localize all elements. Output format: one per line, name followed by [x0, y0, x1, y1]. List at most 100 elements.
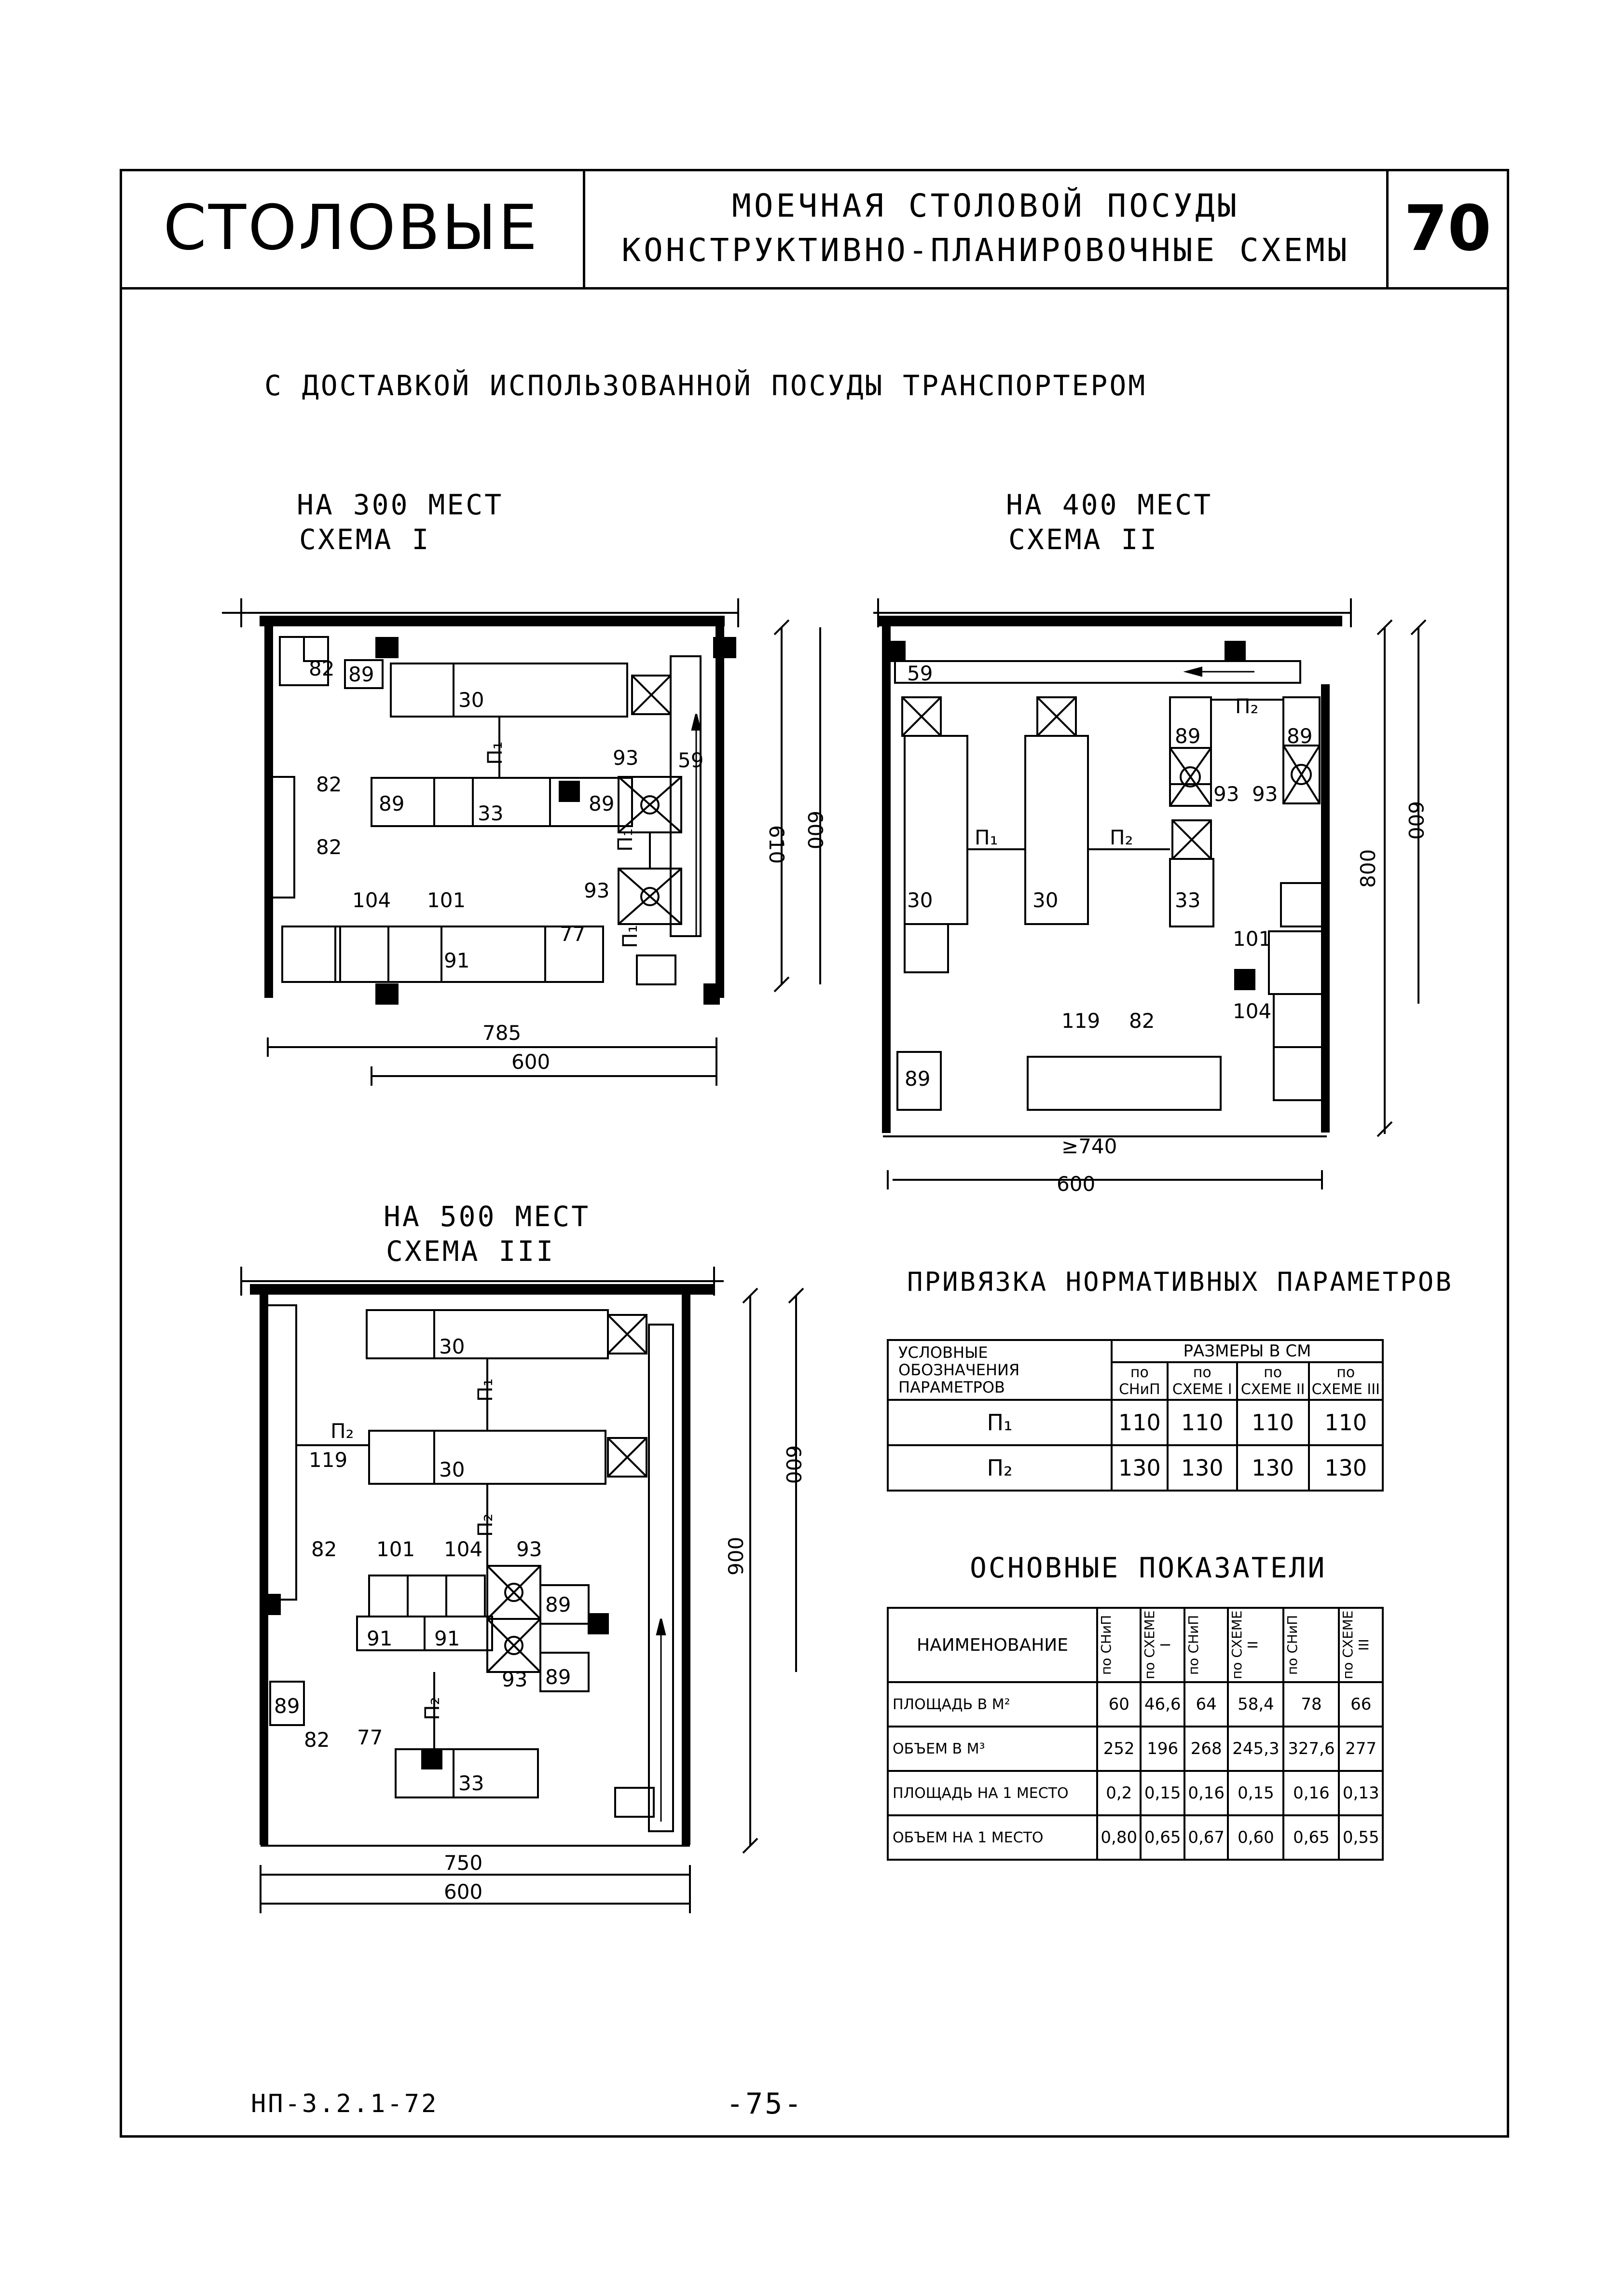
scheme1-title-line2: СХЕМА I	[299, 523, 431, 556]
scheme2-label: П₂	[1110, 826, 1133, 849]
table2-cell: 0,15	[1227, 1770, 1285, 1816]
scheme1-label: П₁	[483, 742, 507, 765]
scheme1-label: 77	[560, 922, 585, 946]
scheme2-label: 104	[1233, 999, 1271, 1023]
table1-col-param: УСЛОВНЫЕ ОБОЗНАЧЕНИЯ ПАРАМЕТРОВ	[887, 1339, 1113, 1401]
scheme3-label: П₂	[473, 1514, 497, 1537]
table2-cell: 245,3	[1227, 1726, 1285, 1772]
table2-cell: 277	[1338, 1726, 1384, 1772]
table2-subcol: по СНиП	[1284, 1615, 1301, 1675]
scheme1-label: 33	[478, 801, 503, 825]
table1-cell: 130	[1307, 1444, 1384, 1492]
scheme1-label: П₁	[618, 925, 642, 948]
table1-cell: П₁	[887, 1399, 1113, 1446]
table-row: ОБЪЕМ НА 1 МЕСТО 0,80 0,65 0,67 0,60 0,6…	[887, 1814, 1384, 1861]
scheme2-title: НА 400 МЕСТ СХЕМА II	[1006, 487, 1212, 557]
scheme2-title-line1: НА 400 МЕСТ	[1006, 488, 1213, 521]
scheme2-label: 33	[1175, 888, 1200, 912]
scheme2-label: 89	[1287, 724, 1312, 748]
scheme1-label: 59	[678, 748, 703, 772]
scheme3-label: 89	[545, 1593, 571, 1617]
table2-cell: 0,15	[1140, 1770, 1185, 1816]
scheme3-label: 33	[458, 1771, 484, 1795]
scheme1-label: 101	[427, 888, 466, 912]
scheme3-label: 119	[309, 1448, 347, 1472]
scheme3-label: 89	[545, 1665, 571, 1689]
table1-subcol: по СХЕМЕ I	[1166, 1361, 1238, 1401]
scheme2-label: 89	[1175, 724, 1200, 748]
table-row: П₂ 130 130 130 130	[887, 1444, 1384, 1492]
scheme1-label: 89	[348, 663, 374, 686]
scheme2-label: 30	[907, 888, 933, 912]
sheet-title-line2: КОНСТРУКТИВНО-ПЛАНИРОВОЧНЫЕ СХЕМЫ	[621, 231, 1350, 269]
table2-cell: 46,6	[1140, 1681, 1185, 1727]
scheme3-title-line1: НА 500 МЕСТ	[384, 1200, 591, 1233]
scheme1-dim-h2: 600	[511, 1050, 550, 1074]
sheet-number: 70	[1404, 191, 1491, 265]
subtitle: С ДОСТАВКОЙ ИСПОЛЬЗОВАННОЙ ПОСУДЫ ТРАНСП…	[264, 369, 1147, 402]
table1-cell: П₂	[887, 1444, 1113, 1492]
scheme2-label: 89	[905, 1067, 930, 1091]
scheme1-dim-v2: 600	[803, 811, 827, 849]
sheet-title-line1: МОЕЧНАЯ СТОЛОВОЙ ПОСУДЫ	[732, 187, 1239, 224]
table1-subcol: по СХЕМЕ II	[1236, 1361, 1310, 1401]
table1-cell: 130	[1236, 1444, 1310, 1492]
table2-cell: 0,16	[1183, 1770, 1229, 1816]
scheme3-label: 30	[439, 1458, 465, 1481]
scheme3-label: 91	[434, 1627, 460, 1650]
table1-subcol: по СНиП	[1111, 1361, 1169, 1401]
table1-cell: 130	[1111, 1444, 1169, 1492]
scheme3-label: 77	[357, 1726, 383, 1749]
scheme1-dim-v1: 610	[765, 825, 788, 864]
scheme2-label: 30	[1032, 888, 1058, 912]
table1: УСЛОВНЫЕ ОБОЗНАЧЕНИЯ ПАРАМЕТРОВ РАЗМЕРЫ …	[887, 1339, 1384, 1492]
scheme2-dim-h2: 600	[1057, 1172, 1095, 1192]
scheme2-dim-v1: 800	[1356, 849, 1380, 888]
sheet-title: МОЕЧНАЯ СТОЛОВОЙ ПОСУДЫ КОНСТРУКТИВНО-ПЛ…	[585, 169, 1389, 287]
document-code: НП-3.2.1-72	[251, 2089, 439, 2118]
table2-cell: ПЛОЩАДЬ В М²	[887, 1681, 1098, 1727]
table2-cell: 252	[1096, 1726, 1142, 1772]
scheme3-label: 89	[274, 1694, 300, 1718]
table2-cell: 58,4	[1227, 1681, 1285, 1727]
scheme3-label: 30	[439, 1335, 465, 1358]
scheme1-title: НА 300 МЕСТ СХЕМА I	[297, 487, 503, 557]
scheme2-dim-v2: 600	[1404, 801, 1428, 840]
scheme1-title-line1: НА 300 МЕСТ	[297, 488, 504, 521]
table2-subcol: по СХЕМЕ III	[1340, 1610, 1372, 1680]
table2-subcol: по СНиП	[1098, 1615, 1114, 1675]
table2-cell: 0,65	[1140, 1814, 1185, 1861]
scheme3-label: П₁	[473, 1379, 497, 1402]
table1-col-group: РАЗМЕРЫ В СМ	[1111, 1339, 1384, 1364]
table2-cell: 0,67	[1183, 1814, 1229, 1861]
scheme2-plan: 59 П₂ 89 89 93 93 П₁ П₂ 30 30 33 101 119…	[873, 598, 1428, 1192]
scheme1-label: 82	[309, 657, 334, 680]
table2-cell: 66	[1338, 1681, 1384, 1727]
scheme3-dim-h1: 750	[444, 1851, 482, 1875]
table2: НАИМЕНОВАНИЕ по СНиП по СХЕМЕ I по СНиП …	[887, 1607, 1384, 1861]
table2-cell: 0,2	[1096, 1770, 1142, 1816]
scheme2-label: 101	[1233, 927, 1271, 951]
table-row: ПЛОЩАДЬ НА 1 МЕСТО 0,2 0,15 0,16 0,15 0,…	[887, 1770, 1384, 1816]
wall-left	[264, 624, 273, 998]
scheme1-label: П₁	[613, 829, 637, 852]
table2-cell: 64	[1183, 1681, 1229, 1727]
scheme3-label: 82	[304, 1728, 330, 1752]
table1-cell: 110	[1111, 1399, 1169, 1446]
brand-title: СТОЛОВЫЕ	[120, 169, 585, 287]
table2-subcol: по СХЕМЕ II	[1229, 1610, 1261, 1680]
scheme3-label: 101	[376, 1537, 415, 1561]
scheme3-dim-h2: 600	[444, 1880, 482, 1904]
scheme2-label: 119	[1061, 1009, 1100, 1033]
table2-cell: 196	[1140, 1726, 1185, 1772]
scheme1-label: 89	[589, 792, 614, 815]
page-number: -75-	[726, 2087, 804, 2121]
table-row: ПЛОЩАДЬ В М² 60 46,6 64 58,4 78 66	[887, 1681, 1384, 1727]
table2-cell: 60	[1096, 1681, 1142, 1727]
page-frame	[120, 169, 1509, 2138]
scheme2-label: П₂	[1235, 694, 1258, 718]
scheme2-title-line2: СХЕМА II	[1008, 523, 1159, 556]
scheme1-plan: 82 89 30 59 П₁ 93 82 89 33 89 82 П₁ 104 …	[222, 598, 827, 1086]
scheme2-label: 82	[1129, 1009, 1155, 1033]
table2-cell: ОБЪЕМ НА 1 МЕСТО	[887, 1814, 1098, 1861]
